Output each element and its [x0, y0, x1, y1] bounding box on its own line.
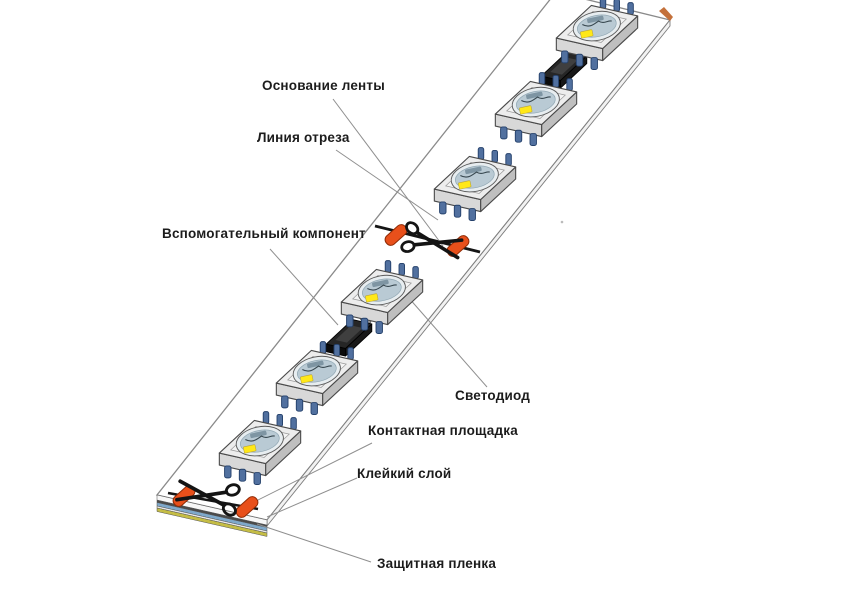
leader-lines [251, 98, 488, 563]
label-contact-pad: Контактная площадка [368, 423, 518, 438]
label-cut-line: Линия отреза [257, 130, 350, 145]
leader-led [407, 296, 488, 388]
strip-side-edge [266, 18, 671, 528]
leader-aux-component [269, 248, 339, 326]
leader-adhesive-layer [266, 477, 358, 518]
leader-protective-film [256, 523, 372, 563]
strip-end-layers [156, 494, 268, 537]
label-adhesive-layer: Клейкий слой [357, 466, 452, 481]
speck [560, 220, 564, 224]
label-strip-base: Основание ленты [262, 78, 385, 93]
label-protective-film: Защитная пленка [377, 556, 497, 571]
label-aux-component: Вспомогательный компонент [162, 226, 366, 241]
protective-film-edge [156, 507, 268, 537]
leader-strip-base [332, 98, 444, 247]
strip-far-tip [659, 7, 673, 21]
label-led: Светодиод [455, 388, 531, 403]
leader-cut-line [335, 149, 439, 221]
leader-contact-pad [251, 442, 373, 504]
